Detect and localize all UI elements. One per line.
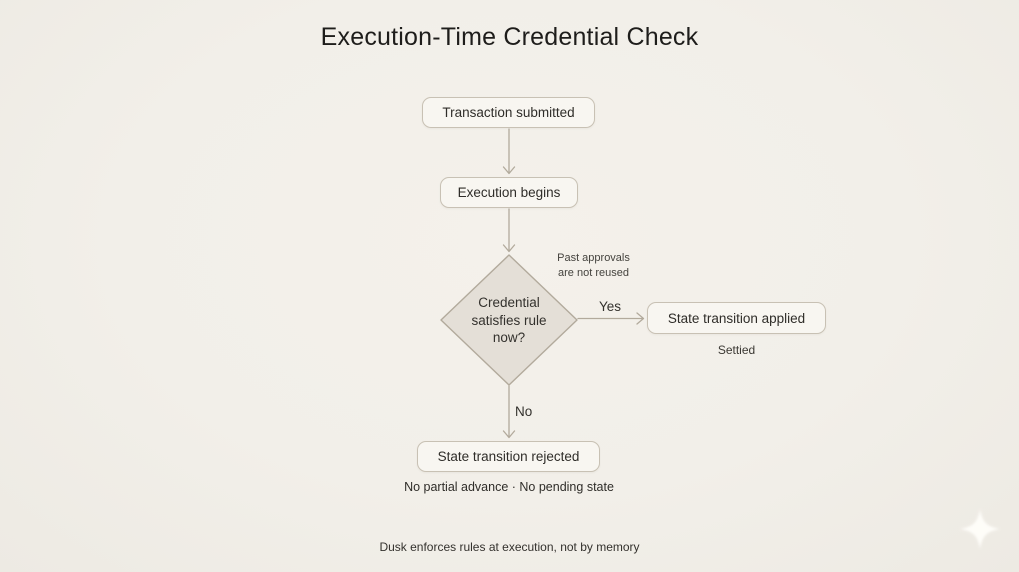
page-title: Execution-Time Credential Check (320, 23, 699, 51)
edge-transaction-to-execution (502, 128, 516, 175)
node-transaction-submitted: Transaction submitted (422, 97, 595, 128)
rejected-caption: No partial advance · No pending state (404, 480, 614, 494)
edge-execution-to-decision (502, 208, 516, 253)
edge-decision-to-applied (577, 312, 645, 325)
node-rejected-label: State transition rejected (437, 449, 580, 464)
decision-label: Credential satisfies rule now? (471, 295, 547, 346)
decision-annotation: Past approvals are not reused (557, 252, 630, 279)
edge-label-no: No (515, 404, 533, 419)
node-execution-label: Execution begins (457, 185, 561, 200)
node-applied-label: State transition applied (667, 310, 806, 326)
node-transaction-label: Transaction submitted (442, 105, 575, 120)
edge-decision-to-rejected (502, 385, 516, 439)
node-state-transition-applied: State transition applied (647, 302, 826, 334)
footer-caption: Dusk enforces rules at execution, not by… (379, 540, 640, 554)
edge-label-yes: Yes (599, 299, 622, 314)
node-state-transition-rejected: State transition rejected (417, 441, 600, 472)
node-execution-begins: Execution begins (440, 177, 578, 208)
applied-caption: Settied (717, 343, 756, 357)
